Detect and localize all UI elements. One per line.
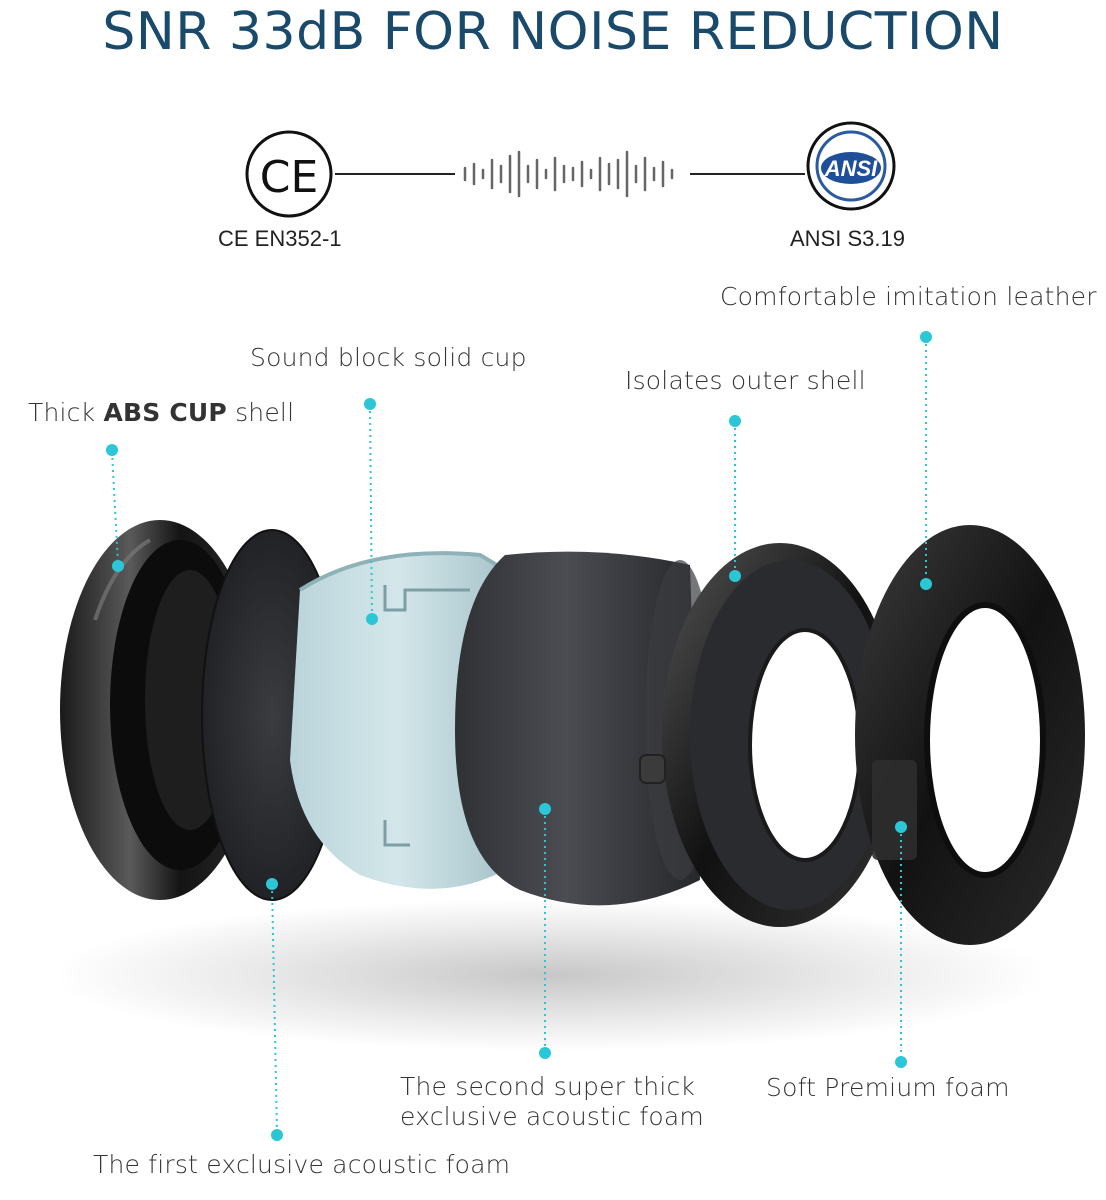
leather-cushion bbox=[855, 525, 1085, 945]
dot-second-foam-end bbox=[539, 1047, 551, 1059]
callout-second-foam: The second super thick exclusive acousti… bbox=[400, 1072, 704, 1132]
dot-abs-cup-end bbox=[112, 560, 124, 572]
callout-abs-cup-suffix: shell bbox=[226, 398, 295, 427]
callout-second-foam-line1: The second super thick bbox=[400, 1072, 696, 1101]
dot-soft-foam-end bbox=[895, 1056, 907, 1068]
callout-first-foam: The first exclusive acoustic foam bbox=[93, 1150, 511, 1179]
sound-wave-icon bbox=[463, 150, 674, 198]
callout-abs-cup-prefix: Thick bbox=[28, 398, 104, 427]
dot-sound-block-end bbox=[366, 613, 378, 625]
callout-second-foam-line2: exclusive acoustic foam bbox=[400, 1102, 704, 1131]
dot-second-foam bbox=[539, 803, 551, 815]
callout-sound-block: Sound block solid cup bbox=[250, 343, 527, 372]
callout-leather: Comfortable imitation leather bbox=[720, 282, 1097, 311]
dot-leather bbox=[920, 331, 932, 343]
ce-standard-label: CE EN352-1 bbox=[218, 226, 342, 251]
headline: SNR 33dB FOR NOISE REDUCTION bbox=[102, 2, 1004, 62]
dot-isolates bbox=[729, 415, 741, 427]
dot-first-foam bbox=[266, 878, 278, 890]
svg-text:CE: CE bbox=[260, 152, 319, 203]
ansi-standard-label: ANSI S3.19 bbox=[790, 226, 905, 251]
dot-leather-end bbox=[920, 578, 932, 590]
callout-abs-cup: Thick ABS CUP shell bbox=[28, 398, 294, 427]
floor-shadow bbox=[60, 900, 1040, 1050]
callout-isolates: Isolates outer shell bbox=[625, 366, 866, 395]
dot-soft-foam bbox=[895, 821, 907, 833]
svg-text:ANSI: ANSI bbox=[824, 156, 878, 181]
dot-isolates-end bbox=[729, 570, 741, 582]
callout-dots bbox=[106, 331, 932, 1141]
callout-soft-foam: Soft Premium foam bbox=[766, 1073, 1010, 1102]
callout-markers bbox=[111, 338, 927, 1134]
isolation-ring bbox=[639, 543, 898, 927]
dot-sound-block bbox=[364, 398, 376, 410]
ce-badge-icon: CE bbox=[245, 130, 333, 218]
ansi-badge-icon: ANSI bbox=[806, 121, 896, 211]
dot-abs-cup bbox=[106, 444, 118, 456]
dot-first-foam-end bbox=[271, 1129, 283, 1141]
callout-abs-cup-bold: ABS CUP bbox=[103, 398, 227, 427]
